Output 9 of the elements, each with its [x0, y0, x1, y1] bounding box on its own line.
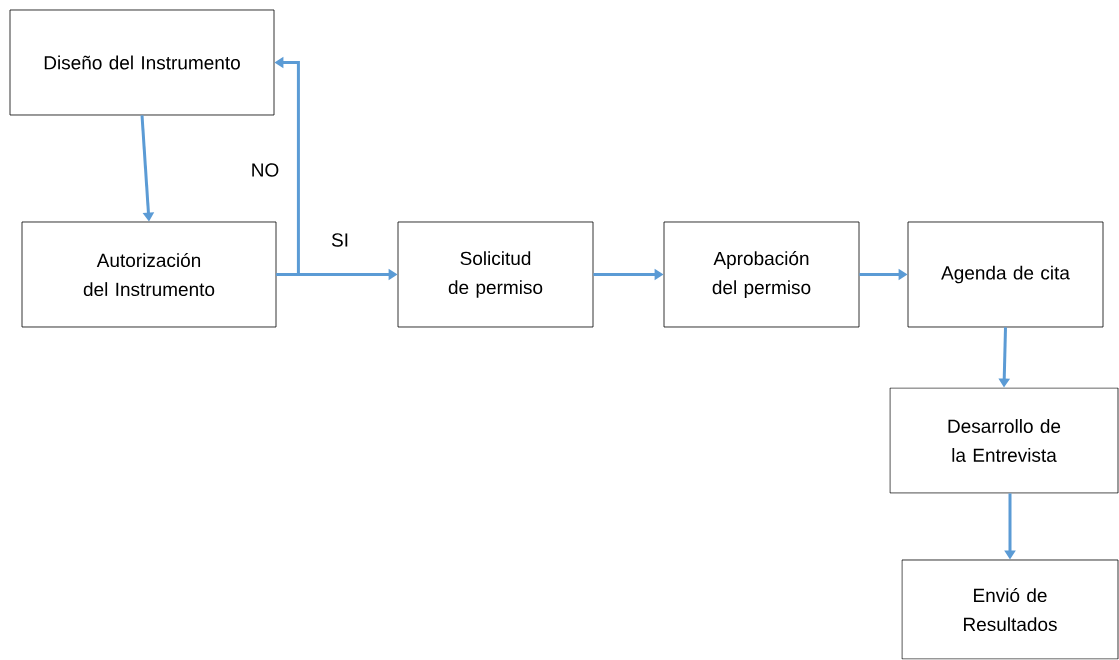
edge-label: SI [329, 231, 351, 249]
process-box: Solicitud de permiso [397, 221, 594, 328]
process-box: Desarrollo de la Entrevista [889, 387, 1119, 494]
process-box: Aprobación del permiso [663, 221, 860, 328]
process-box: Autorización del Instrumento [21, 221, 277, 328]
process-box: Agenda de cita [907, 221, 1104, 328]
process-box: Diseño del Instrumento [9, 9, 275, 116]
process-box: Envió de Resultados [901, 559, 1119, 660]
edge-label: NO [248, 161, 282, 179]
